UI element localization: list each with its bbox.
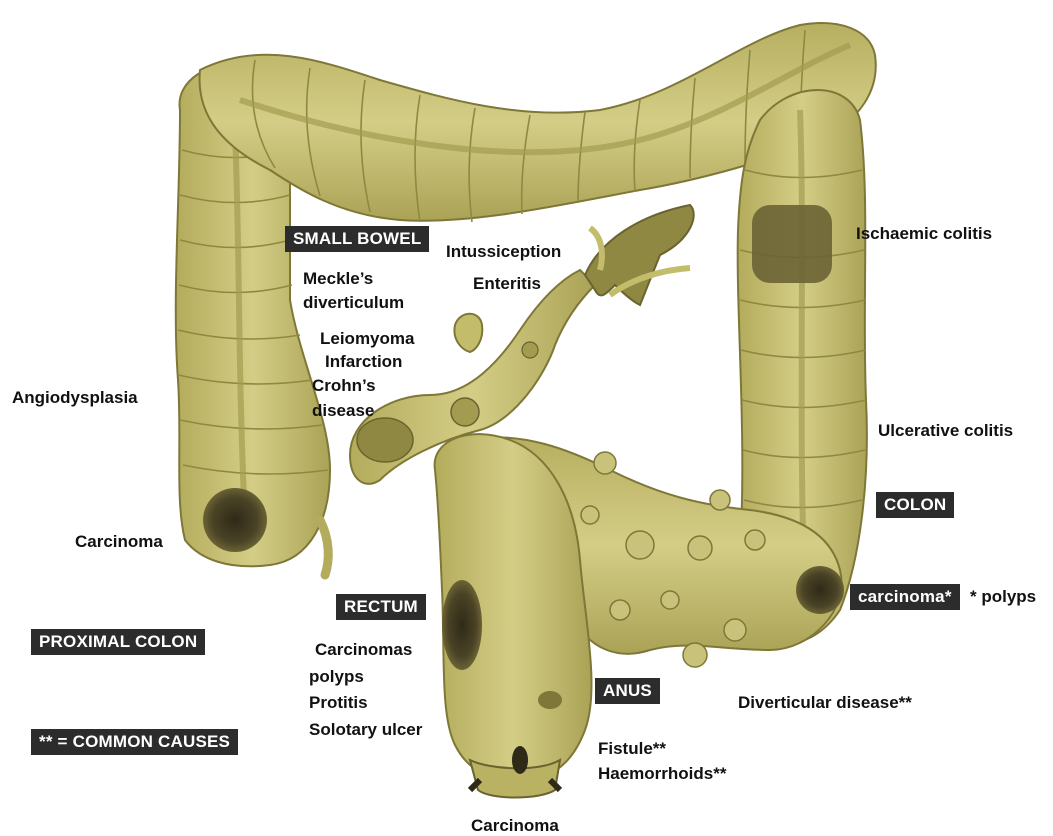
carcinoma-star-tag: carcinoma* (850, 584, 960, 610)
polyps-right-label: * polyps (970, 587, 1036, 607)
crohns-label-line1: Crohn’s (312, 376, 376, 396)
crohns-lesion (357, 418, 413, 462)
solotary-ulcer-label: Solotary ulcer (309, 720, 422, 740)
meckles-label-line1: Meckle’s (303, 269, 373, 289)
colon-tag: COLON (876, 492, 954, 518)
meckels-diverticulum (454, 314, 482, 352)
carcinomas-label: Carcinomas (315, 640, 412, 660)
intussiception-label: Intussiception (446, 242, 561, 262)
protitis-label: Protitis (309, 693, 368, 713)
ulcerative-colitis-label: Ulcerative colitis (878, 421, 1013, 441)
ileal-polyp-2 (522, 342, 538, 358)
ischaemic-colitis-label: Ischaemic colitis (856, 224, 992, 244)
common-causes-tag: ** = COMMON CAUSES (31, 729, 238, 755)
rectum-tag: RECTUM (336, 594, 426, 620)
small-bowel-tag: SMALL BOWEL (285, 226, 429, 252)
infarction-label: Infarction (325, 352, 402, 372)
haemorrhoids-label: Haemorrhoids** (598, 764, 726, 784)
rectal-ulcer (538, 691, 562, 709)
diverticular-disease-label: Diverticular disease** (738, 693, 912, 713)
carcinoma-right-label: Carcinoma (75, 532, 163, 552)
proximal-colon-tag: PROXIMAL COLON (31, 629, 205, 655)
appendix (320, 520, 328, 575)
ileal-polyp (451, 398, 479, 426)
rectal-carcinoma-lesion (442, 580, 482, 670)
anus-tag: ANUS (595, 678, 660, 704)
polyps-label: polyps (309, 667, 364, 687)
leiomyoma-label: Leiomyoma (320, 329, 414, 349)
meckles-label-line2: diverticulum (303, 293, 404, 313)
carcinoma-sigmoid-lesion (796, 566, 844, 614)
angiodysplasia-label: Angiodysplasia (12, 388, 138, 408)
enteritis-label: Enteritis (473, 274, 541, 294)
crohns-label-line2: disease (312, 401, 374, 421)
carcinoma-bottom-label: Carcinoma (471, 816, 559, 836)
ischaemic-colitis-lesion (752, 205, 832, 283)
fistule-label: Fistule** (598, 739, 666, 759)
carcinoma-cecum-lesion (203, 488, 267, 552)
